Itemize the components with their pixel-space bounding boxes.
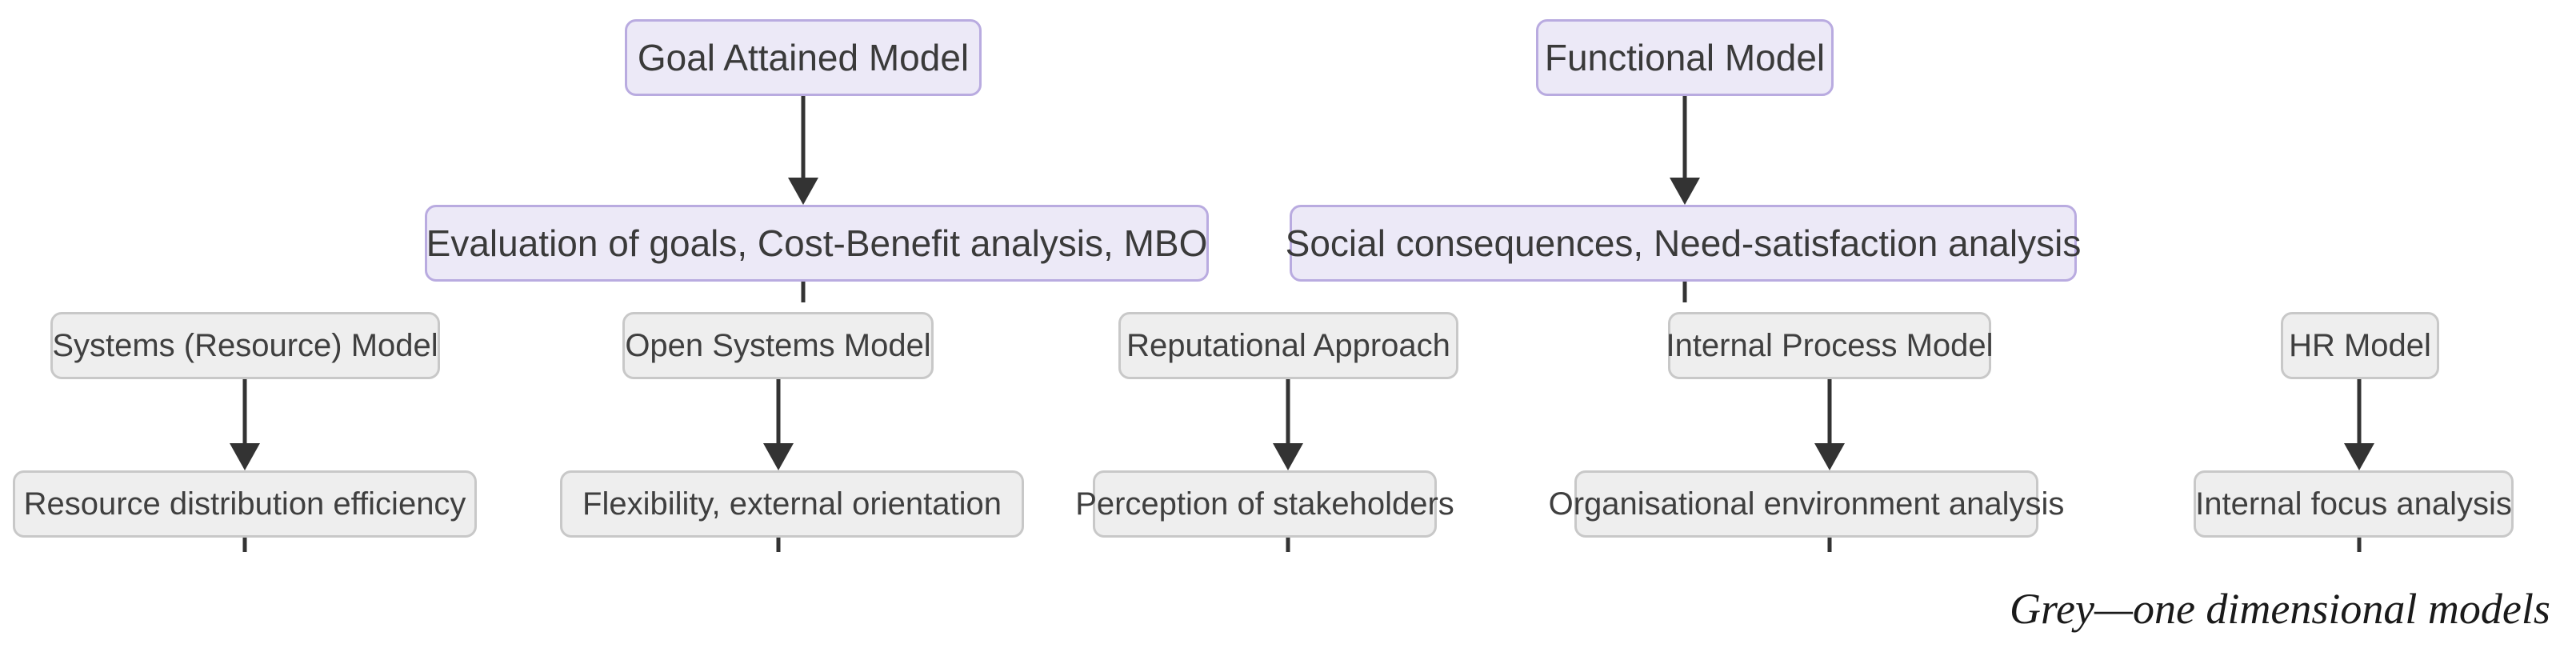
node-perception_of_stakeholders[interactable]: Perception of stakeholders	[1075, 470, 1454, 538]
node-label: Organisational environment analysis	[1548, 486, 2065, 522]
node-organisational_environment_analysis[interactable]: Organisational environment analysis	[1549, 470, 2064, 538]
node-label: Evaluation of goals, Cost-Benefit analys…	[426, 222, 1208, 264]
node-reputational_approach[interactable]: Reputational Approach	[1118, 312, 1458, 379]
node-evaluation_of_goals[interactable]: Evaluation of goals, Cost-Benefit analys…	[425, 205, 1209, 282]
node-label: Flexibility, external orientation	[582, 486, 1002, 522]
node-label: Internal Process Model	[1666, 328, 1994, 363]
node-label: Resource distribution efficiency	[23, 486, 466, 522]
node-open_systems_model[interactable]: Open Systems Model	[622, 312, 934, 379]
node-social_consequences[interactable]: Social consequences, Need-satisfaction a…	[1286, 205, 2081, 282]
node-label: Social consequences, Need-satisfaction a…	[1285, 222, 2082, 264]
node-label: Open Systems Model	[625, 328, 931, 363]
arrow-open-systems-to-flexibility	[759, 379, 798, 470]
node-resource_distribution_efficiency[interactable]: Resource distribution efficiency	[13, 470, 477, 538]
node-label: Functional Model	[1544, 36, 1826, 78]
node-internal_process_model[interactable]: Internal Process Model	[1666, 312, 1994, 379]
line-stub-perception-down	[1285, 538, 1291, 552]
node-goal_attained_model[interactable]: Goal Attained Model	[625, 19, 982, 96]
line-stub-flexibility-down	[775, 538, 782, 552]
line-stub-organisational-down	[1826, 538, 1833, 552]
node-label: Perception of stakeholders	[1075, 486, 1454, 522]
line-stub-internal-focus-down	[2356, 538, 2362, 552]
arrow-reputational-to-perception	[1269, 379, 1307, 470]
node-label: HR Model	[2289, 328, 2431, 363]
diagram-caption: Grey—one dimensional models	[2010, 585, 2550, 633]
line-stub-evaluation-down	[800, 282, 806, 302]
node-internal_focus_analysis[interactable]: Internal focus analysis	[2194, 470, 2514, 538]
node-systems_resource_model[interactable]: Systems (Resource) Model	[50, 312, 440, 379]
node-flexibility_external_orientation[interactable]: Flexibility, external orientation	[560, 470, 1024, 538]
node-label: Goal Attained Model	[637, 36, 970, 78]
line-stub-systems-down	[242, 379, 248, 389]
node-hr_model[interactable]: HR Model	[2281, 312, 2439, 379]
node-label: Reputational Approach	[1126, 328, 1450, 363]
node-label: Systems (Resource) Model	[52, 328, 438, 363]
node-label: Internal focus analysis	[2195, 486, 2512, 522]
line-stub-social-down	[1682, 282, 1688, 302]
node-functional_model[interactable]: Functional Model	[1536, 19, 1834, 96]
arrow-hr-to-internal-focus	[2340, 379, 2378, 470]
arrow-functional-to-social	[1666, 96, 1704, 205]
arrow-goal-to-evaluation	[784, 96, 822, 205]
arrow-internal-process-to-organisational	[1810, 379, 1849, 470]
arrow-systems-to-resource-distribution	[226, 379, 264, 470]
line-stub-resource-down	[242, 538, 248, 552]
